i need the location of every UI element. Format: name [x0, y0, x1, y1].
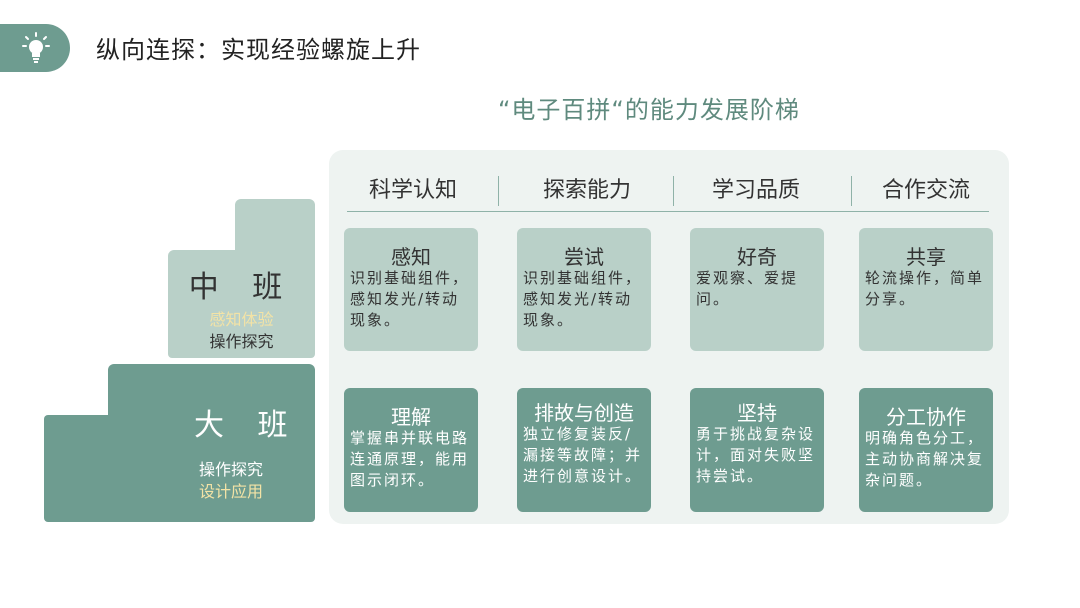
card-middle-science: 感知 识别基础组件，感知发光/转动现象。	[344, 228, 478, 351]
card-title: 理解	[391, 405, 431, 429]
card-senior-learning: 坚持 勇于挑战复杂设计，面对失败坚持尝试。	[690, 388, 824, 512]
card-title: 感知	[391, 245, 431, 269]
middle-class-stage-1: 感知体验	[209, 310, 274, 329]
column-header-exploration: 探索能力	[542, 178, 631, 203]
card-desc: 勇于挑战复杂设计，面对失败坚持尝试。	[696, 425, 816, 485]
card-senior-cooperation: 分工协作 明确角色分工，主动协商解决复杂问题。	[859, 388, 993, 512]
middle-class-block: 中 班 感知体验 操作探究	[168, 250, 315, 358]
card-desc: 爱观察、爱提问。	[696, 269, 799, 308]
column-header-learning: 学习品质	[711, 178, 800, 203]
middle-class-name: 中 班	[188, 270, 295, 305]
senior-class-block	[44, 415, 315, 522]
card-title: 排故与创造	[534, 401, 634, 425]
card-desc: 轮流操作，简单分享。	[865, 269, 985, 308]
column-separator	[498, 176, 499, 206]
card-senior-science: 理解 掌握串并联电路连通原理，能用图示闭环。	[344, 388, 478, 512]
card-desc: 独立修复装反/漏接等故障；并进行创意设计。	[523, 425, 643, 485]
column-separator	[673, 176, 674, 206]
card-desc: 识别基础组件，感知发光/转动现象。	[523, 269, 643, 329]
card-title: 好奇	[737, 245, 777, 269]
card-middle-exploration: 尝试 识别基础组件，感知发光/转动现象。	[517, 228, 651, 351]
header-divider	[347, 211, 989, 212]
header-tab	[0, 24, 70, 72]
diagram-subtitle: “电子百拼“的能力发展阶梯	[498, 96, 800, 124]
card-desc: 识别基础组件，感知发光/转动现象。	[350, 269, 470, 329]
card-middle-learning: 好奇 爱观察、爱提问。	[690, 228, 824, 351]
column-header-science: 科学认知	[368, 178, 457, 203]
column-separator	[851, 176, 852, 206]
senior-stair-step	[108, 364, 315, 420]
senior-class-stage-2: 设计应用	[199, 482, 264, 501]
card-title: 坚持	[737, 401, 777, 425]
card-title: 尝试	[564, 245, 604, 269]
card-title: 共享	[906, 245, 946, 269]
card-middle-cooperation: 共享 轮流操作，简单分享。	[859, 228, 993, 351]
middle-stair-step	[235, 199, 315, 251]
middle-class-stage-2: 操作探究	[209, 332, 274, 351]
slide-title: 纵向连探：实现经验螺旋上升	[96, 36, 421, 64]
column-header-cooperation: 合作交流	[881, 178, 970, 203]
card-senior-exploration: 排故与创造 独立修复装反/漏接等故障；并进行创意设计。	[517, 388, 651, 512]
lightbulb-icon	[22, 32, 50, 63]
card-desc: 掌握串并联电路连通原理，能用图示闭环。	[350, 429, 470, 489]
card-desc: 明确角色分工，主动协商解决复杂问题。	[865, 429, 985, 489]
senior-class-name: 大 班	[194, 408, 300, 443]
card-title: 分工协作	[886, 405, 966, 429]
senior-class-stage-1: 操作探究	[199, 460, 264, 479]
